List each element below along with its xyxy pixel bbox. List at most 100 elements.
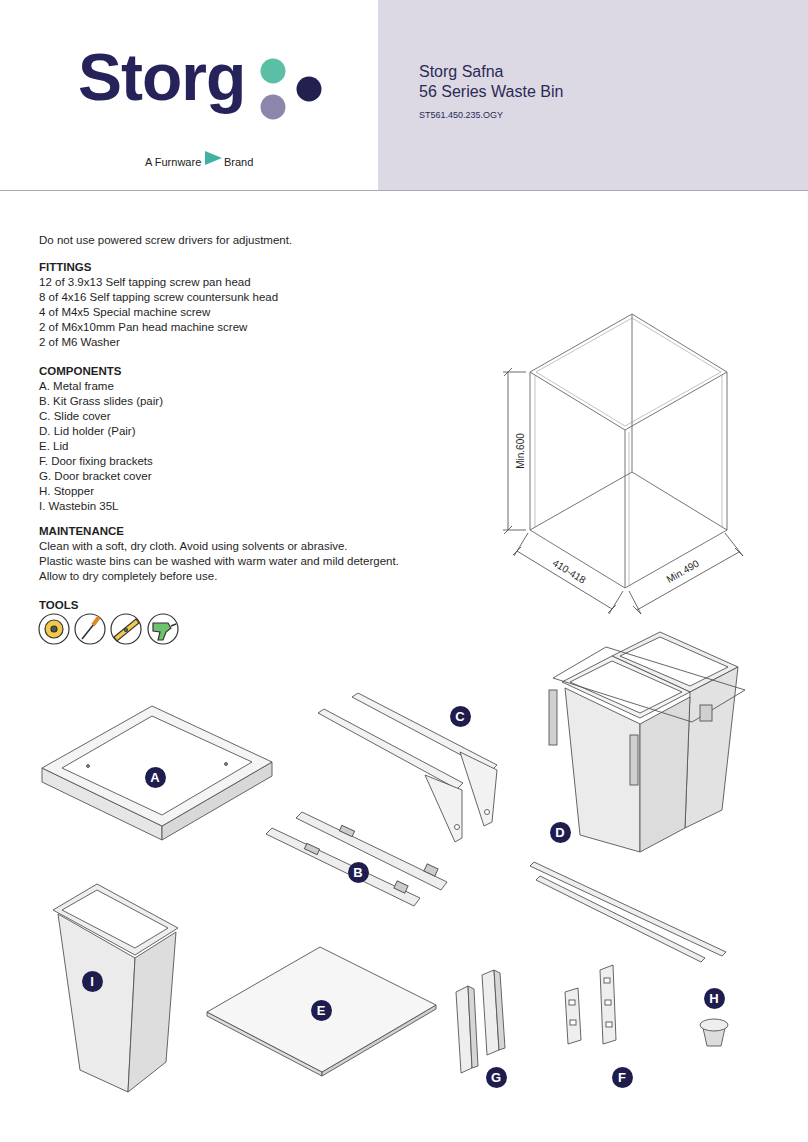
grass-slides bbox=[266, 812, 447, 906]
dimension-label: 410-418 bbox=[548, 556, 589, 587]
lid bbox=[207, 947, 436, 1076]
label-slot: C. Slide cover bbox=[39, 406, 111, 424]
section-heading: TOOLS bbox=[39, 599, 78, 613]
body-text: 4 of M4x5 Special machine screw bbox=[39, 306, 210, 320]
callout-letter: G bbox=[486, 1067, 507, 1088]
body-text: E. Lid bbox=[39, 440, 68, 454]
label-slot: COMPONENTS bbox=[39, 361, 121, 379]
callout-fill bbox=[450, 706, 471, 727]
door-fixing-brackets-part bbox=[565, 988, 581, 1044]
callout-circle: G bbox=[486, 1067, 507, 1088]
label-slot: Clean with a soft, dry cloth. Avoid usin… bbox=[39, 536, 348, 554]
grass-slides-part bbox=[424, 864, 438, 876]
label-slot: G. Door bracket cover bbox=[39, 466, 151, 484]
callout-fill bbox=[486, 1067, 507, 1088]
metal-frame-part bbox=[62, 716, 252, 815]
body-text: F. Door fixing brackets bbox=[39, 455, 153, 469]
tool-icons-part bbox=[39, 614, 69, 644]
bin-assembly bbox=[549, 632, 745, 852]
grass-slides-part bbox=[394, 881, 408, 893]
dimension-lines-part bbox=[504, 368, 512, 534]
cabinet-outline-part bbox=[536, 318, 721, 426]
wastebin-part bbox=[53, 884, 178, 955]
label-slot: A Furnware bbox=[145, 152, 201, 170]
label-slot: FITTINGS bbox=[39, 257, 91, 275]
label-slot: Storg bbox=[78, 44, 245, 110]
logo-text: Storg bbox=[78, 44, 245, 110]
body-text: G. Door bracket cover bbox=[39, 470, 151, 484]
tool-icons-part bbox=[153, 623, 171, 640]
dimension-lines-part bbox=[633, 548, 743, 614]
body-text: A Furnware bbox=[145, 156, 201, 169]
door-fixing-brackets bbox=[565, 965, 616, 1044]
label-slot: B. Kit Grass slides (pair) bbox=[39, 391, 163, 409]
brand-arrow bbox=[205, 151, 222, 165]
cabinet-outline-part bbox=[530, 472, 727, 588]
door-fixing-brackets-part bbox=[570, 1020, 576, 1025]
callout-letter: D bbox=[550, 822, 571, 843]
callout-letter: B bbox=[348, 862, 369, 883]
tool-icons-part bbox=[114, 619, 139, 641]
label-slot: Allow to dry completely before use. bbox=[39, 566, 217, 584]
callout-circle: E bbox=[311, 1000, 332, 1021]
tool-icons-part bbox=[125, 629, 128, 632]
label-slot: D. Lid holder (Pair) bbox=[39, 421, 136, 439]
label-slot: MAINTENANCE bbox=[39, 521, 124, 539]
door-fixing-brackets-part bbox=[569, 1000, 575, 1005]
body-text: 8 of 4x16 Self tapping screw countersunk… bbox=[39, 291, 278, 305]
cabinet-outline-part bbox=[530, 314, 727, 588]
stopper-part bbox=[700, 1019, 728, 1031]
grass-slides-part bbox=[339, 825, 354, 836]
cabinet-outline bbox=[530, 314, 727, 588]
grass-slides-part bbox=[266, 828, 420, 906]
callout-fill bbox=[348, 862, 369, 883]
wastebin-part bbox=[128, 932, 176, 1092]
tool-icons-part bbox=[111, 614, 141, 644]
callout-letter: C bbox=[450, 706, 471, 727]
callout-fill bbox=[311, 1000, 332, 1021]
body-text: Plastic waste bins can be washed with wa… bbox=[39, 555, 399, 569]
product-title: Storg Safna bbox=[419, 62, 808, 82]
logo-dots-part bbox=[261, 95, 286, 120]
section-heading: MAINTENANCE bbox=[39, 525, 124, 539]
header-rule-part bbox=[0, 190, 808, 191]
label-slot: 8 of 4x16 Self tapping screw countersunk… bbox=[39, 287, 278, 305]
dimension-lines-part bbox=[503, 372, 526, 530]
body-text: A. Metal frame bbox=[39, 380, 114, 394]
slide-cover-part bbox=[485, 810, 490, 815]
label-slot: Min.490 bbox=[660, 552, 703, 587]
title-panel: Storg Safna56 Series Waste BinST561.450.… bbox=[378, 0, 808, 190]
lid-holder-part bbox=[536, 876, 705, 962]
body-text: Clean with a soft, dry cloth. Avoid usin… bbox=[39, 540, 348, 554]
door-bracket-cover-part bbox=[494, 970, 505, 1050]
callout-fill bbox=[82, 971, 103, 992]
dimension-lines bbox=[503, 368, 743, 614]
body-text: Do not use powered screw drivers for adj… bbox=[39, 234, 292, 248]
label-slot: 12 of 3.9x13 Self tapping screw pan head bbox=[39, 272, 251, 290]
grass-slides-part bbox=[304, 843, 319, 854]
tool-icons-part bbox=[171, 624, 176, 626]
label-slot: 4 of M4x5 Special machine screw bbox=[39, 302, 210, 320]
callout-letter: E bbox=[311, 1000, 332, 1021]
bin-assembly-part bbox=[640, 697, 690, 852]
header-rule bbox=[0, 190, 808, 191]
body-text: Allow to dry completely before use. bbox=[39, 570, 217, 584]
label-slot: H. Stopper bbox=[39, 481, 94, 499]
label-slot: 410-418 bbox=[548, 552, 592, 589]
door-bracket-cover-part bbox=[468, 986, 478, 1068]
slide-cover-part bbox=[460, 752, 497, 826]
callout-circle: D bbox=[550, 822, 571, 843]
slide-cover bbox=[318, 693, 497, 842]
label-slot: F. Door fixing brackets bbox=[39, 451, 153, 469]
slide-cover-part bbox=[425, 775, 462, 842]
callout-circle: I bbox=[82, 971, 103, 992]
tool-icons-part bbox=[45, 620, 63, 638]
label-slot: Plastic waste bins can be washed with wa… bbox=[39, 551, 399, 569]
body-text: 2 of M6 Washer bbox=[39, 336, 120, 350]
dimension-lines-part bbox=[514, 533, 623, 614]
slide-cover-part bbox=[318, 709, 463, 789]
cabinet-outline-part bbox=[530, 314, 727, 430]
logo-dots-part bbox=[297, 77, 322, 102]
door-bracket-cover bbox=[456, 970, 505, 1073]
door-fixing-brackets-part bbox=[600, 965, 616, 1044]
